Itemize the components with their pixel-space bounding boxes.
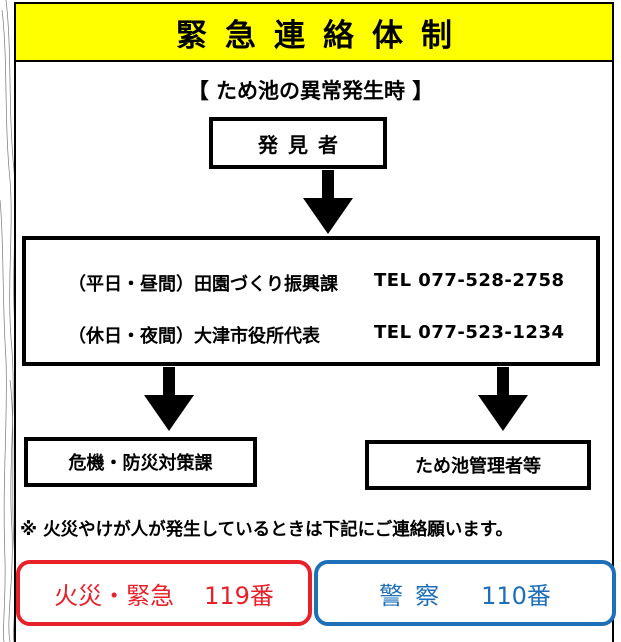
pond-manager-box: ため池管理者等	[365, 440, 591, 490]
police-box: 警察 110番	[314, 560, 616, 626]
down-arrow-icon	[144, 367, 194, 431]
contact-tel: TEL 077-523-1234	[374, 322, 565, 343]
contact-label: （休日・夜間）大津市役所代表	[68, 326, 320, 347]
crisis-management-box: 危機・防災対策課	[24, 437, 257, 487]
fire-number: 119番	[204, 581, 274, 610]
contact-label: （平日・昼間）田園づくり振興課	[68, 274, 338, 295]
map-edge-decoration	[0, 0, 17, 642]
down-arrow-icon	[303, 170, 353, 234]
police-label: 警察	[379, 581, 452, 610]
page-title: 緊急連絡体制	[176, 17, 470, 54]
emergency-note: ※ 火災やけが人が発生しているときは下記にご連絡願います。	[20, 520, 513, 540]
contacts-box: （平日・昼間）田園づくり振興課 TEL 077-528-2758 （休日・夜間）…	[22, 236, 600, 366]
down-arrow-icon	[478, 367, 528, 431]
police-number: 110番	[481, 581, 551, 610]
finder-box: 発見者	[209, 117, 387, 169]
contact-tel: TEL 077-528-2758	[374, 270, 565, 291]
fire-emergency-box: 火災・緊急 119番	[16, 560, 312, 626]
subtitle: 【 ため池の異常発生時 】	[187, 79, 434, 103]
fire-label: 火災・緊急	[54, 581, 175, 610]
title-bar: 緊急連絡体制	[16, 4, 612, 62]
